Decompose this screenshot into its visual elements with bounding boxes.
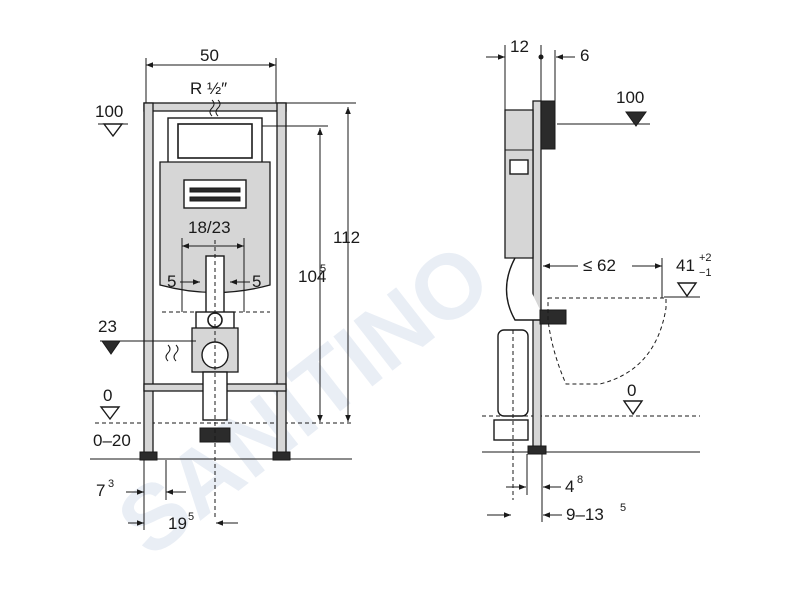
width-label: 50: [200, 46, 219, 65]
install-depth-label: 9–13: [566, 505, 604, 524]
cistern-label-line: [189, 196, 241, 202]
water-supply-icon: [209, 99, 215, 117]
top-level-label: 100: [616, 88, 644, 107]
water-supply-icon: [215, 99, 221, 117]
drain-offset-sup: 5: [188, 511, 194, 523]
cistern-label-panel: [183, 179, 247, 209]
cistern-valve: [509, 159, 529, 175]
wall-offset-label: 6: [580, 46, 589, 65]
water-flow-icon: [165, 344, 171, 362]
level-triangle-icon: [99, 406, 121, 421]
level-triangle-filled-icon: [101, 340, 121, 355]
foot-offset-sup: 3: [108, 478, 114, 490]
frame-left-post: [143, 102, 154, 460]
flush-plate-opening: [167, 117, 263, 165]
offset-left-label: 5: [167, 272, 176, 291]
front-view: 50 R ½″ 100 112 104 5 18/23 5 5 23 0: [90, 46, 360, 533]
flush-pipe-bend: [505, 257, 545, 321]
drain-pipe-cap: [493, 419, 529, 441]
bowl-projection-label: ≤ 62: [583, 256, 616, 275]
level-triangle-filled-icon: [625, 111, 647, 127]
top-level-label: 100: [95, 102, 123, 121]
drain-depth-label: 4: [565, 477, 574, 496]
bowl-connector: [539, 309, 567, 325]
seat-tol-minus: −1: [699, 267, 712, 279]
flush-spacing-label: 18/23: [188, 218, 231, 237]
side-view: 12 6 100 ≤ 62 41 +2 −1 0 4 8: [482, 37, 712, 524]
offset-right-label: 5: [252, 272, 261, 291]
frame-foot: [527, 445, 547, 455]
toilet-bowl-outline: [547, 297, 667, 385]
frame-right-post: [276, 102, 287, 460]
drain-pipe-cap: [199, 427, 231, 443]
flush-plate-side: [540, 100, 556, 150]
depth-top-label: 12: [510, 37, 529, 56]
frame-top-rail: [143, 102, 287, 112]
adjust-range-label: 0–20: [93, 431, 131, 450]
cistern-side: [504, 109, 534, 259]
frame-left-foot: [139, 451, 158, 461]
foot-offset-label: 7: [96, 481, 105, 500]
floor-level-label: 0: [627, 381, 636, 400]
height-total-label: 112: [333, 228, 360, 247]
height-frame-sup: 5: [320, 263, 326, 275]
label-backdrop: [578, 254, 632, 274]
cistern-label-line: [189, 187, 241, 193]
drain-offset-label: 19: [168, 514, 187, 533]
level-triangle-icon: [622, 400, 644, 416]
frame-post: [532, 100, 542, 453]
flush-plate: [177, 123, 253, 159]
dimension-dot: [538, 54, 544, 60]
seat-height-label: 41: [676, 256, 695, 275]
drain-depth-sup: 8: [577, 474, 583, 486]
seat-tol-plus: +2: [699, 252, 712, 264]
water-flow-icon: [173, 344, 179, 362]
height-frame-label: 104: [298, 267, 326, 286]
level-triangle-icon: [102, 123, 124, 138]
install-depth-sup: 5: [620, 502, 626, 514]
level-triangle-icon: [676, 282, 698, 298]
floor-level-label: 0: [103, 386, 112, 405]
connection-label: R ½″: [190, 79, 227, 98]
level-23-label: 23: [98, 317, 117, 336]
frame-right-foot: [272, 451, 291, 461]
